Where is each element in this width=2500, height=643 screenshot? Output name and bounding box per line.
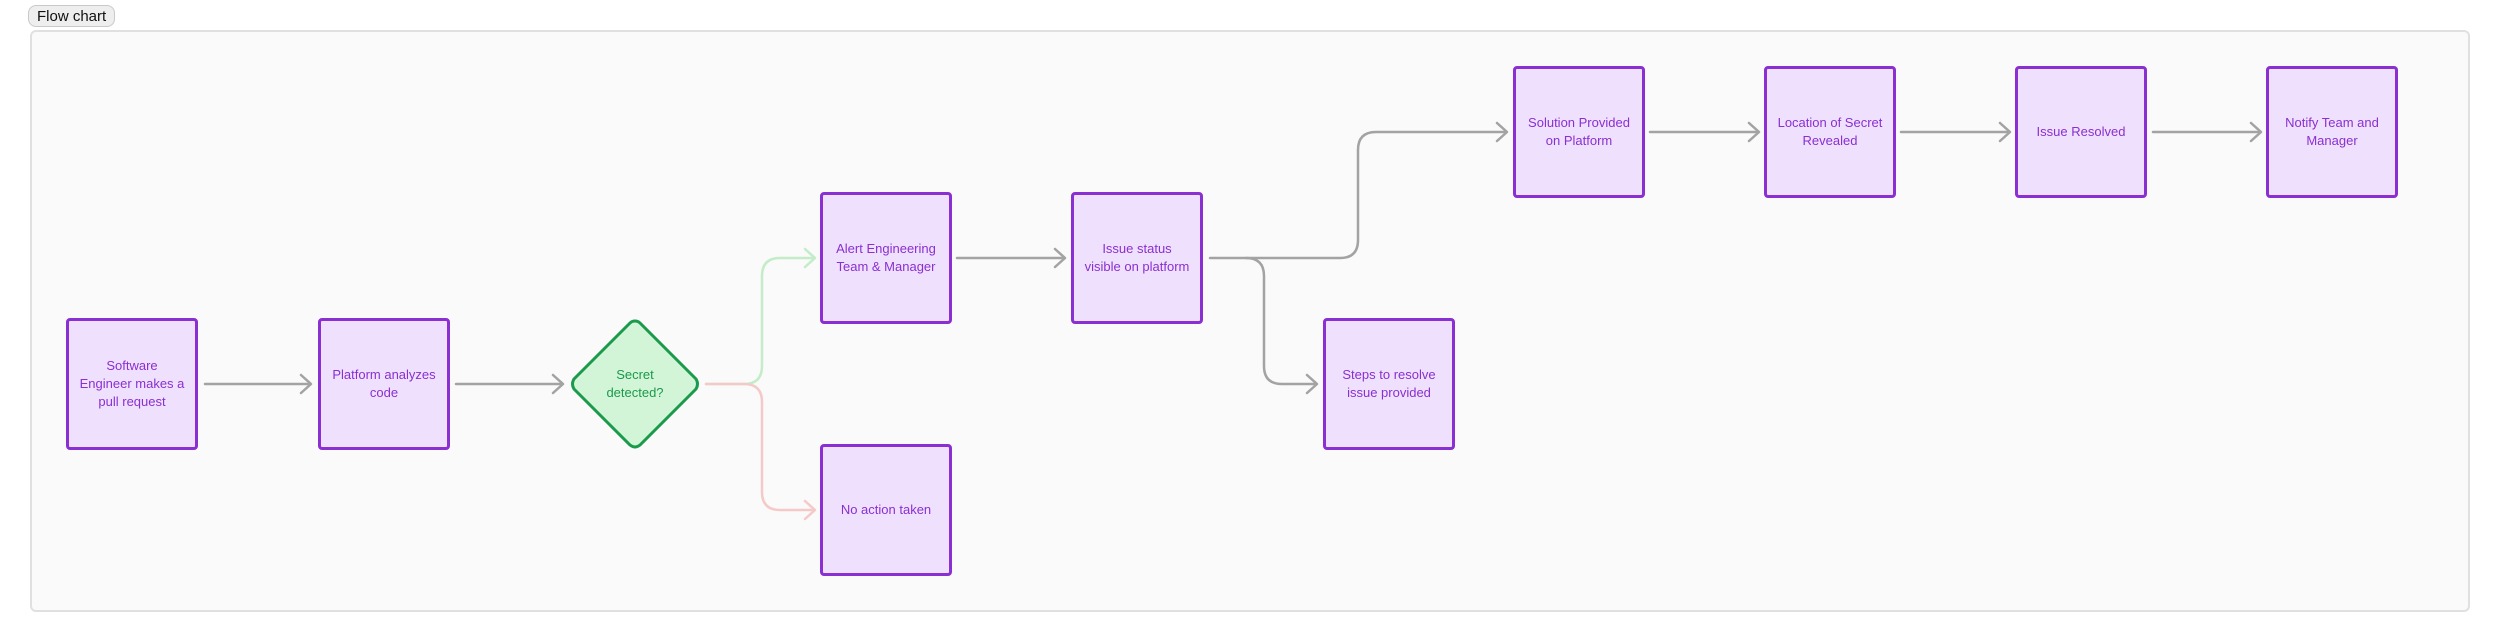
edge-decision-to-no-action (704, 382, 816, 512)
node-issue-resolved[interactable]: Issue Resolved (2015, 66, 2147, 198)
arrowhead-engineer-to-platform (299, 373, 313, 395)
arrowhead-platform-to-decision (551, 373, 565, 395)
arrowhead-decision-to-alert (803, 247, 817, 269)
arrowhead-status-to-solution (1495, 121, 1509, 143)
arrowhead-status-to-steps (1305, 373, 1319, 395)
node-issue-resolved-label: Issue Resolved (2036, 124, 2126, 139)
node-software-engineer-label: Software Engineer makes a pull request (79, 358, 185, 409)
decision-diamond-shape (571, 319, 699, 449)
decision-secret-detected[interactable]: Secret detected? (569, 318, 701, 450)
node-notify-team[interactable]: Notify Team and Manager (2266, 66, 2398, 198)
edge-status-to-steps (1244, 256, 1318, 386)
node-alert-team-label: Alert Engineering Team & Manager (836, 241, 936, 274)
arrowhead-alert-to-status (1053, 247, 1067, 269)
arrowhead-resolved-to-notify (2249, 121, 2263, 143)
node-platform-analyzes[interactable]: Platform analyzes code (318, 318, 450, 450)
node-solution-provided-label: Solution Provided on Platform (1528, 115, 1630, 148)
node-no-action[interactable]: No action taken (820, 444, 952, 576)
node-issue-status[interactable]: Issue status visible on platform (1071, 192, 1203, 324)
node-no-action-label: No action taken (840, 502, 932, 517)
arrowhead-location-to-resolved (1998, 121, 2012, 143)
node-alert-team[interactable]: Alert Engineering Team & Manager (820, 192, 952, 324)
edge-status-to-solution (1208, 130, 1508, 260)
edge-decision-to-alert (704, 256, 816, 386)
node-solution-provided[interactable]: Solution Provided on Platform (1513, 66, 1645, 198)
decision-secret-detected-label: Secret detected? (606, 367, 664, 400)
node-location-revealed[interactable]: Location of Secret Revealed (1764, 66, 1896, 198)
flow-chart-tab[interactable]: Flow chart (28, 5, 116, 27)
arrowhead-solution-to-location (1747, 121, 1761, 143)
node-software-engineer[interactable]: Software Engineer makes a pull request (66, 318, 198, 450)
node-issue-status-label: Issue status visible on platform (1084, 241, 1190, 274)
node-platform-analyzes-label: Platform analyzes code (332, 367, 436, 400)
node-steps-resolve[interactable]: Steps to resolve issue provided (1323, 318, 1455, 450)
node-location-revealed-label: Location of Secret Revealed (1777, 115, 1883, 148)
node-notify-team-label: Notify Team and Manager (2285, 115, 2379, 148)
node-steps-resolve-label: Steps to resolve issue provided (1342, 367, 1436, 400)
arrowhead-decision-to-no-action (803, 499, 817, 521)
